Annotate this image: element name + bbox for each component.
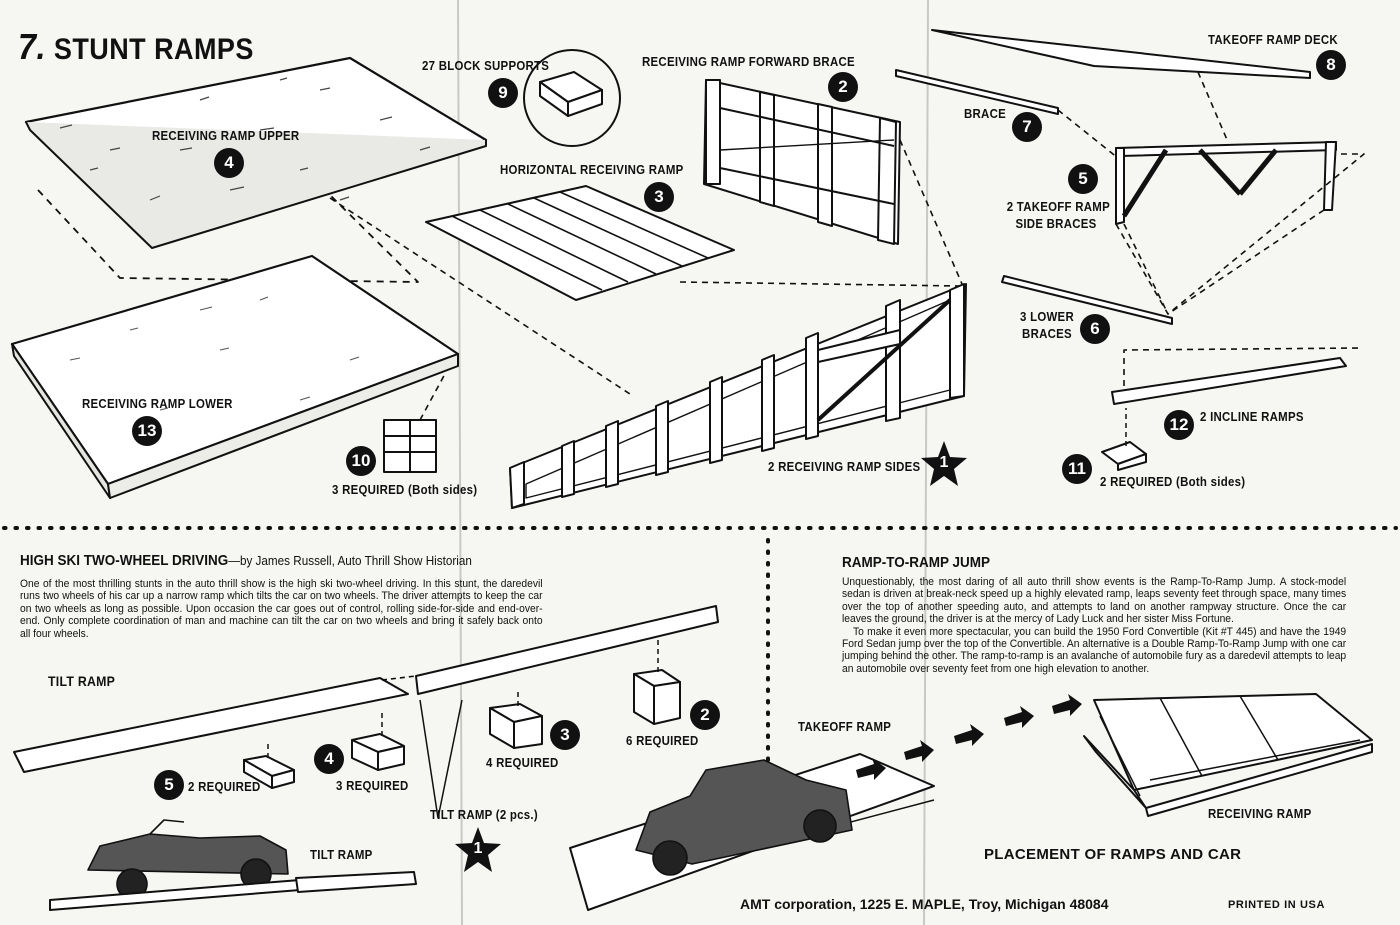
badge-10: 10 bbox=[346, 446, 376, 476]
badge-5: 5 bbox=[1068, 164, 1098, 194]
horizontal-receiving-ramp-drawing bbox=[425, 185, 735, 301]
page-title: 7. STUNT RAMPS bbox=[18, 26, 254, 68]
star-badge-tilt-1: 1 bbox=[454, 826, 502, 874]
tilt-ramp-drawing bbox=[13, 605, 719, 773]
label-receiving-ramp-lower: RECEIVING RAMP LOWER bbox=[82, 396, 233, 411]
badge-12: 12 bbox=[1164, 410, 1194, 440]
receiving-ramp-side-drawing bbox=[509, 283, 967, 509]
takeoff-ramp-deck-drawing bbox=[931, 29, 1311, 79]
high-ski-heading-text: HIGH SKI TWO-WHEEL DRIVING bbox=[20, 552, 229, 569]
star-icon bbox=[921, 441, 967, 486]
section-number: 7. bbox=[18, 26, 46, 67]
jump-body: Unquestionably, the most daring of all a… bbox=[842, 576, 1346, 675]
high-ski-heading: HIGH SKI TWO-WHEEL DRIVING—by James Russ… bbox=[20, 552, 472, 569]
receiving-ramp-forward-brace-drawing bbox=[703, 79, 901, 245]
label-incline-ramps: 2 INCLINE RAMPS bbox=[1200, 409, 1304, 424]
label-receiving-ramp-upper: RECEIVING RAMP UPPER bbox=[152, 128, 300, 143]
star-badge-tilt-number: 1 bbox=[473, 840, 483, 857]
sedan-car-drawing bbox=[635, 759, 853, 876]
badge-3: 3 bbox=[644, 182, 674, 212]
label-receiving-ramp: RECEIVING RAMP bbox=[1208, 806, 1312, 821]
badge-tilt-4: 4 bbox=[314, 744, 344, 774]
fold-line-right bbox=[923, 0, 929, 925]
star-badge-number: 1 bbox=[939, 454, 949, 471]
label-takeoff-ramp-deck: TAKEOFF RAMP DECK bbox=[1208, 32, 1338, 47]
high-ski-body: One of the most thrilling stunts in the … bbox=[20, 578, 543, 640]
label-receiving-ramp-sides: 2 RECEIVING RAMP SIDES bbox=[768, 459, 921, 474]
section-title: STUNT RAMPS bbox=[53, 33, 254, 66]
star-badge-1: 1 bbox=[920, 440, 968, 488]
label-takeoff-side-braces-line1: 2 TAKEOFF RAMP bbox=[1006, 199, 1110, 214]
brace-7-drawing bbox=[895, 69, 1059, 115]
badge-tilt-3: 3 bbox=[550, 720, 580, 750]
block-support-callout-circle bbox=[523, 49, 621, 147]
badge-13: 13 bbox=[132, 416, 162, 446]
jump-heading: RAMP-TO-RAMP JUMP bbox=[842, 554, 991, 571]
receiving-ramp-upper-drawing bbox=[24, 56, 488, 249]
lower-brace-6-drawing bbox=[1001, 275, 1173, 325]
label-tilt-ramp-2pcs: TILT RAMP (2 pcs.) bbox=[430, 807, 538, 822]
badge-9: 9 bbox=[488, 78, 518, 108]
receiving-ramp-lower-drawing bbox=[10, 254, 460, 499]
badge-tilt-5: 5 bbox=[154, 770, 184, 800]
tilt-ramp-small-drawing bbox=[49, 871, 417, 911]
block-support-9-drawing bbox=[539, 71, 603, 117]
badge-2: 2 bbox=[828, 72, 858, 102]
label-tilt-three-required: 3 REQUIRED bbox=[336, 778, 409, 793]
high-ski-byline: —by James Russell, Auto Thrill Show Hist… bbox=[228, 553, 472, 568]
badge-8: 8 bbox=[1316, 50, 1346, 80]
badge-7: 7 bbox=[1012, 112, 1042, 142]
label-tilt-four-required: 4 REQUIRED bbox=[486, 755, 559, 770]
label-tilt-two-required: 2 REQUIRED bbox=[188, 779, 261, 794]
block-support-11-drawing bbox=[1101, 441, 1147, 471]
convertible-car-drawing bbox=[87, 819, 289, 900]
badge-6: 6 bbox=[1080, 314, 1110, 344]
takeoff-side-braces-drawing bbox=[1115, 141, 1337, 225]
company-address: AMT corporation, 1225 E. MAPLE, Troy, Mi… bbox=[740, 896, 1109, 912]
high-ski-body-text: One of the most thrilling stunts in the … bbox=[20, 578, 543, 640]
jump-body-paragraph-1: Unquestionably, the most daring of all a… bbox=[842, 576, 1347, 626]
label-receiving-ramp-forward-brace: RECEIVING RAMP FORWARD BRACE bbox=[642, 54, 855, 69]
label-three-required-both-sides: 3 REQUIRED (Both sides) bbox=[332, 482, 478, 497]
block-support-10-drawing bbox=[383, 419, 437, 473]
receiving-ramp-assembled-drawing bbox=[1083, 693, 1373, 817]
label-tilt-ramp-small: TILT RAMP bbox=[310, 847, 373, 862]
label-brace: BRACE bbox=[964, 106, 1007, 121]
printed-in-usa: PRINTED IN USA bbox=[1228, 899, 1326, 911]
placement-caption: PLACEMENT OF RAMPS AND CAR bbox=[984, 846, 1242, 863]
badge-tilt-2: 2 bbox=[690, 700, 720, 730]
incline-ramp-drawing bbox=[1111, 357, 1347, 405]
badge-4: 4 bbox=[214, 148, 244, 178]
label-tilt-six-required: 6 REQUIRED bbox=[626, 733, 699, 748]
label-two-required-both-sides: 2 REQUIRED (Both sides) bbox=[1100, 474, 1246, 489]
jump-body-paragraph-2: To make it even more spectacular, you ca… bbox=[842, 625, 1347, 675]
label-block-supports: 27 BLOCK SUPPORTS bbox=[422, 58, 550, 73]
label-lower-braces-line2: BRACES bbox=[1022, 326, 1072, 341]
star-icon bbox=[455, 827, 501, 872]
label-takeoff-ramp: TAKEOFF RAMP bbox=[798, 719, 892, 734]
label-tilt-ramp-heading: TILT RAMP bbox=[48, 673, 116, 689]
badge-11: 11 bbox=[1062, 454, 1092, 484]
jump-arrows bbox=[856, 694, 1082, 780]
label-lower-braces-line1: 3 LOWER bbox=[1020, 309, 1074, 324]
tilt-blocks-drawing bbox=[243, 669, 681, 789]
label-takeoff-side-braces-line2: SIDE BRACES bbox=[1015, 216, 1097, 231]
label-horizontal-receiving-ramp: HORIZONTAL RECEIVING RAMP bbox=[500, 162, 684, 177]
